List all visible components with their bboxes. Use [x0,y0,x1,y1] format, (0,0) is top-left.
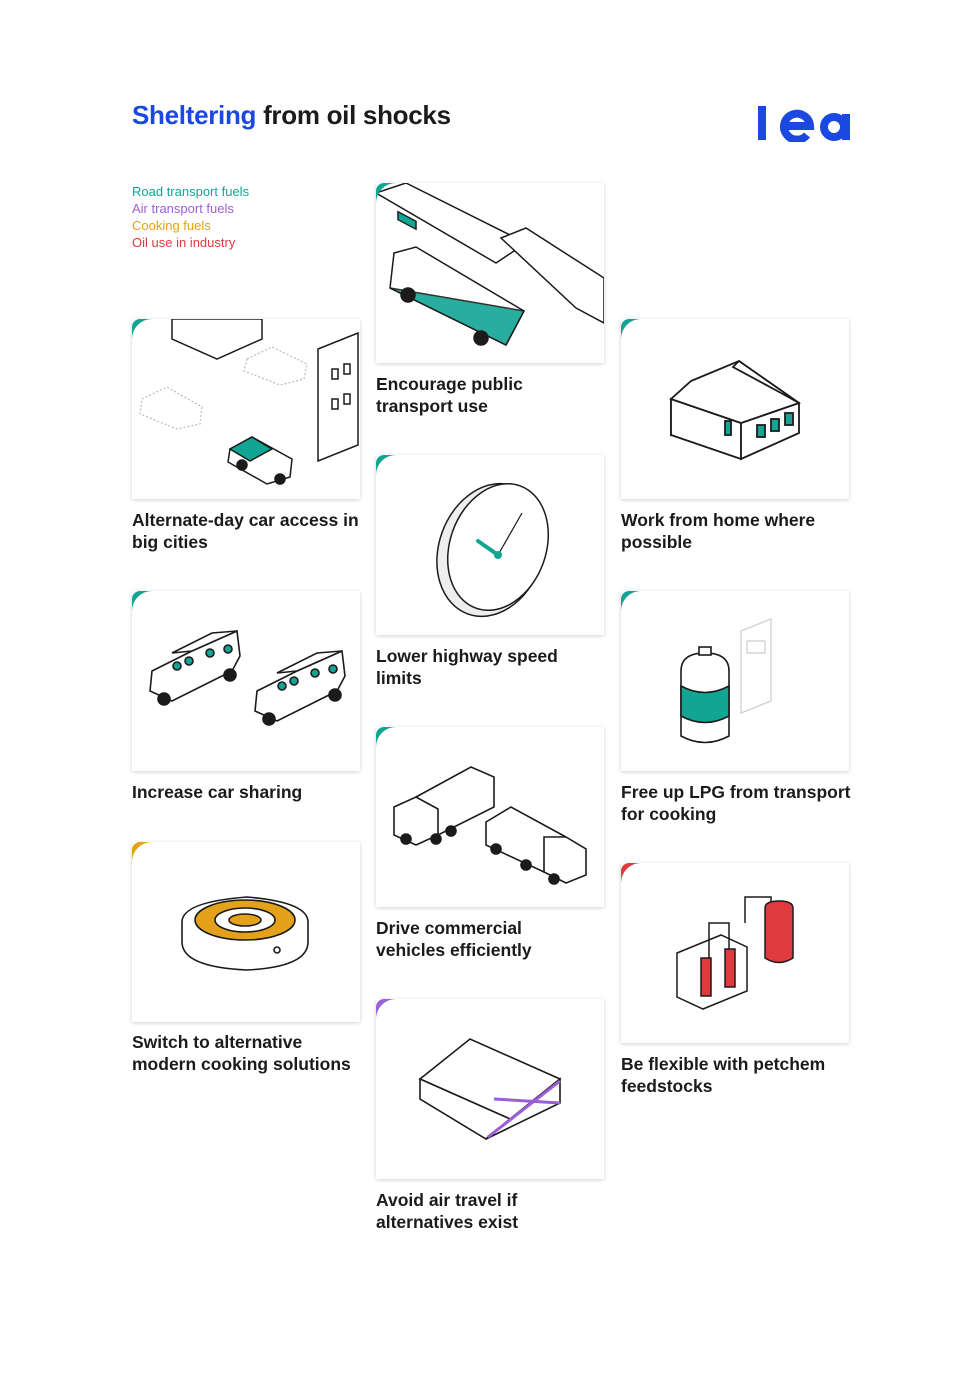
caption-alternate-day: Alternate-day car access in big cities [132,510,359,552]
card-alternate-day [132,319,360,499]
card-lpg [621,591,849,771]
page-title: Sheltering from oil shocks [132,100,451,131]
legend-cooking: Cooking fuels [132,218,211,233]
legend: Road transport fuels Air transport fuels… [132,183,249,251]
trucks-icon [393,766,587,885]
caption-car-sharing: Increase car sharing [132,782,303,802]
category-tab-cooking [132,842,152,862]
house-icon [669,359,801,461]
card-work-from-home [621,319,849,499]
hangar-icon [418,1038,562,1140]
category-tab-air [376,999,396,1019]
legend-air: Air transport fuels [132,201,234,216]
title-rest: from oil shocks [263,100,451,130]
category-tab-road [376,455,396,475]
title-highlight: Sheltering [132,100,257,130]
caption-work-from-home: Work from home where possible [621,510,816,552]
vans-icon [149,629,346,726]
card-petchem [621,863,849,1043]
cooktop-icon [181,896,309,971]
caption-air-travel: Avoid air travel if alternatives exist [376,1190,519,1232]
category-tab-road [621,319,641,339]
iea-logo [758,106,850,142]
legend-road: Road transport fuels [132,184,250,199]
category-tab-industry [621,863,641,883]
caption-public-transport: Encourage public transport use [376,374,523,416]
caption-speed-limits: Lower highway speed limits [376,646,558,688]
card-commercial-vehicles [376,727,604,907]
city-car-icon [139,319,359,485]
card-speed-limits [376,455,604,635]
category-tab-road [376,727,396,747]
category-tab-road [132,591,152,611]
train-bus-icon [376,183,604,346]
card-cooking [132,842,360,1022]
card-car-sharing [132,591,360,771]
caption-cooking: Switch to alternative modern cooking sol… [132,1032,351,1074]
legend-industry: Oil use in industry [132,235,236,250]
caption-lpg: Free up LPG from transport for cooking [621,782,851,824]
speedometer-icon [436,482,550,618]
lpg-cylinder-icon [680,618,772,744]
category-tab-road [376,183,396,203]
caption-petchem: Be flexible with petchem feedstocks [621,1054,826,1096]
category-tab-road [621,591,641,611]
petchem-icon [676,896,794,1010]
caption-commercial-vehicles: Drive commercial vehicles efficiently [376,918,532,960]
card-air-travel [376,999,604,1179]
category-tab-road [132,319,152,339]
card-public-transport [376,183,604,363]
